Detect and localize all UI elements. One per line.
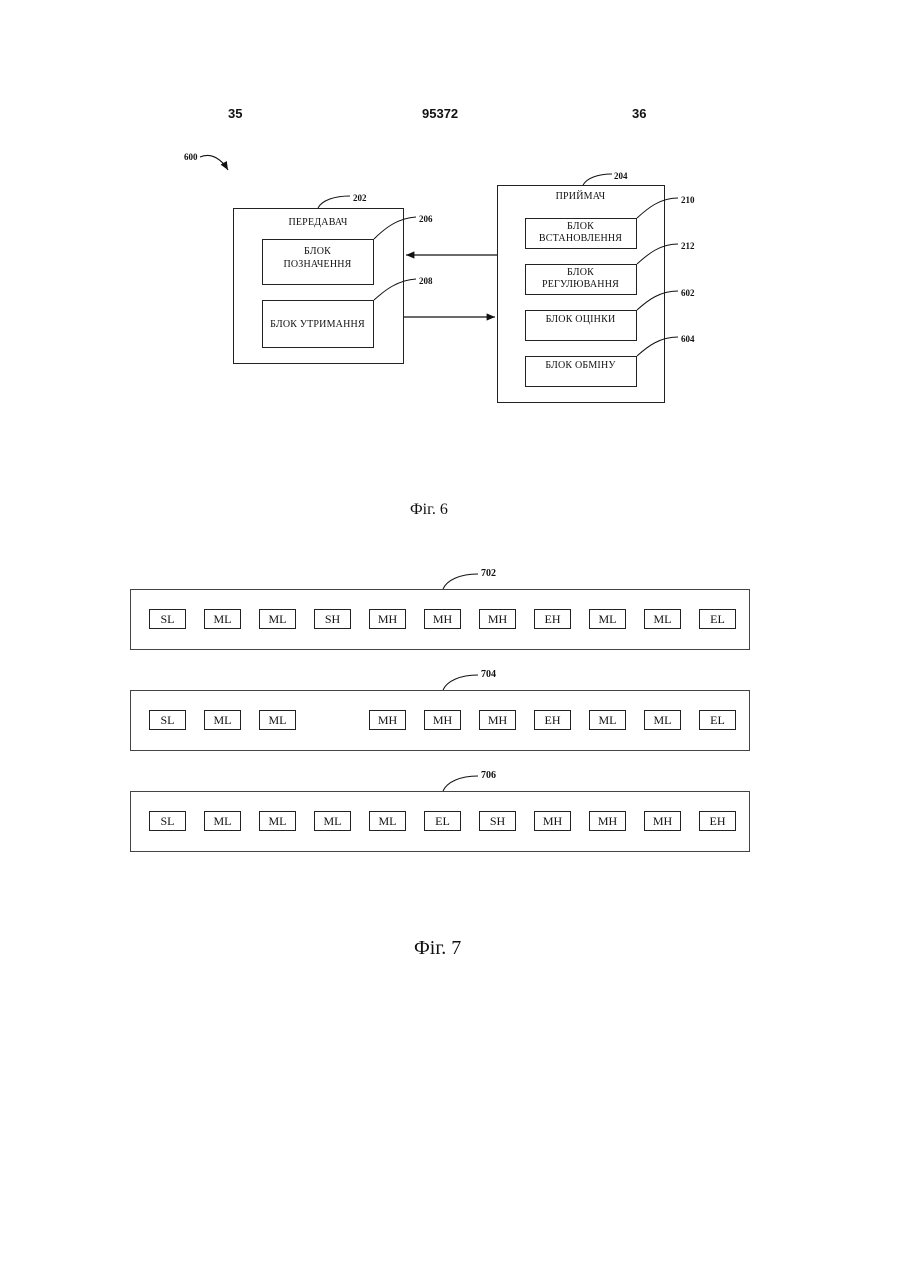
figure-7-caption: Фіг. 7 bbox=[414, 937, 461, 960]
cell-ml: ML bbox=[589, 609, 626, 629]
leader-704 bbox=[443, 675, 478, 690]
cell-el: EL bbox=[424, 811, 461, 831]
leader-206 bbox=[374, 217, 416, 239]
cell-ml: ML bbox=[644, 609, 681, 629]
cell-ml: ML bbox=[204, 811, 241, 831]
cell-ml: ML bbox=[314, 811, 351, 831]
cell-mh: MH bbox=[369, 710, 406, 730]
cell-sh: SH bbox=[479, 811, 516, 831]
cell-ml: ML bbox=[259, 811, 296, 831]
cell-mh: MH bbox=[424, 710, 461, 730]
cell-el: EL bbox=[699, 609, 736, 629]
cell-sl: SL bbox=[149, 811, 186, 831]
cell-ml: ML bbox=[369, 811, 406, 831]
leader-202 bbox=[318, 196, 350, 208]
cell-ml: ML bbox=[204, 710, 241, 730]
leader-210 bbox=[637, 198, 678, 218]
cell-eh: EH bbox=[534, 710, 571, 730]
ref-702: 702 bbox=[481, 568, 496, 579]
cell-ml: ML bbox=[259, 609, 296, 629]
ref-706: 706 bbox=[481, 770, 496, 781]
cell-mh: MH bbox=[369, 609, 406, 629]
cell-ml: ML bbox=[644, 710, 681, 730]
cell-sl: SL bbox=[149, 609, 186, 629]
cell-mh: MH bbox=[424, 609, 461, 629]
cell-el: EL bbox=[699, 710, 736, 730]
cell-eh: EH bbox=[699, 811, 736, 831]
cell-sl: SL bbox=[149, 710, 186, 730]
leader-212 bbox=[637, 244, 678, 264]
cell-mh: MH bbox=[589, 811, 626, 831]
cell-mh: MH bbox=[644, 811, 681, 831]
cell-sh: SH bbox=[314, 609, 351, 629]
cell-mh: MH bbox=[479, 609, 516, 629]
leader-204 bbox=[583, 174, 612, 185]
leader-706 bbox=[443, 776, 478, 791]
leader-600 bbox=[200, 155, 228, 170]
leader-604 bbox=[637, 337, 678, 356]
cell-mh: MH bbox=[534, 811, 571, 831]
leader-702 bbox=[443, 574, 478, 589]
cell-ml: ML bbox=[589, 710, 626, 730]
cell-eh: EH bbox=[534, 609, 571, 629]
leader-208 bbox=[374, 279, 416, 300]
ref-704: 704 bbox=[481, 669, 496, 680]
cell-mh: MH bbox=[479, 710, 516, 730]
cell-ml: ML bbox=[204, 609, 241, 629]
cell-ml: ML bbox=[259, 710, 296, 730]
leader-602 bbox=[637, 291, 678, 310]
